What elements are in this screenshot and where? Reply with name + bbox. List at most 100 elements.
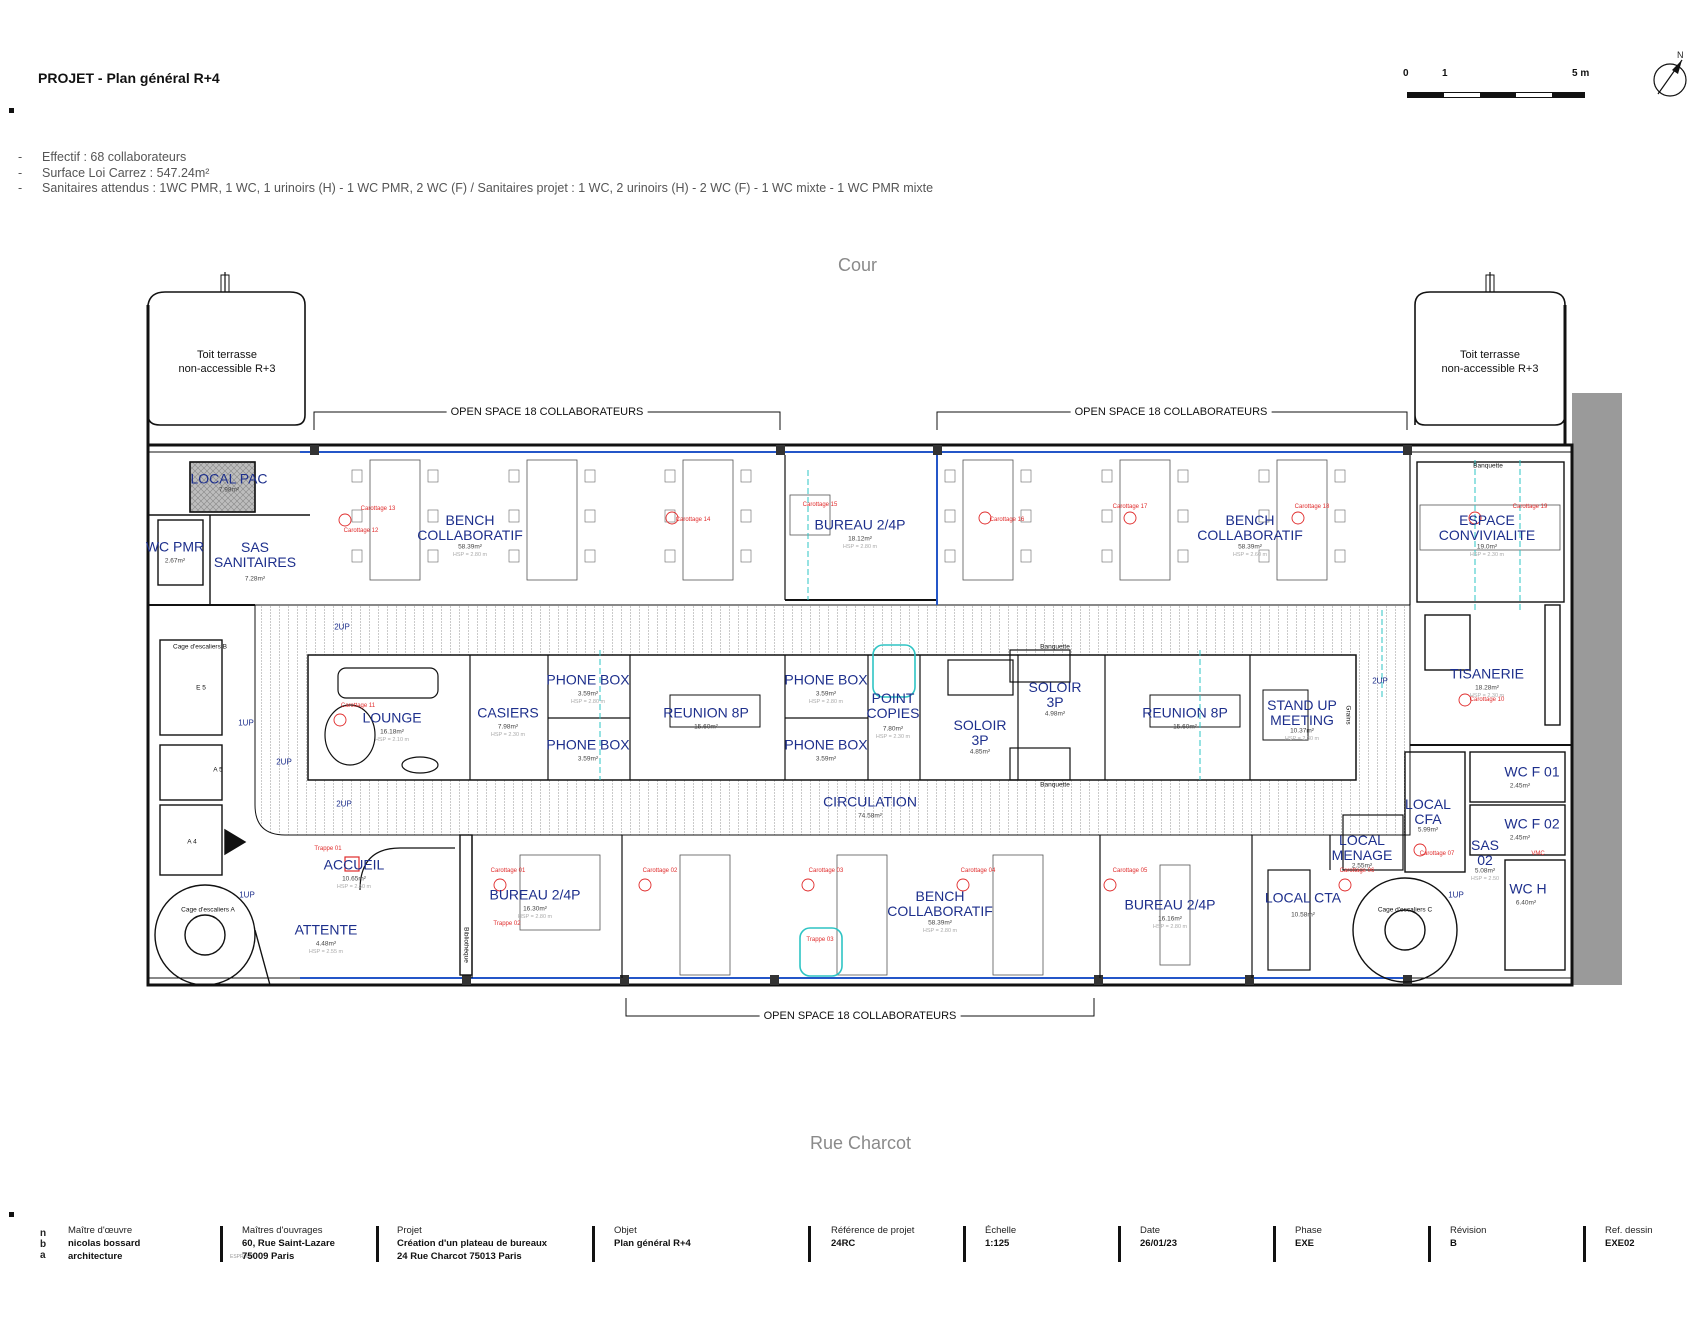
room-area: 15.60m² [1173,723,1197,731]
title-block-echelle: Échelle 1:125 [985,1225,1017,1249]
room-area: 19.0m² [1476,543,1498,551]
north-label: N [1677,50,1684,60]
street-top-label: Cour [838,255,878,275]
vmc-label: VMC [1531,851,1545,857]
room-area: 16.18m² [380,728,404,736]
bottom-rooms [344,814,1404,978]
note-surface: Surface Loi Carrez : 547.24m² [18,166,933,182]
room-hsp: HSP = 2.50 m [336,884,372,890]
terrace-right [1414,272,1567,445]
north-arrow-icon [1653,59,1687,97]
room-phone-box: PHONE BOX [546,671,630,688]
room-hsp: HSP = 2.80 m [517,914,553,920]
scale-one: 1 [1442,68,1448,79]
room-bench-collaboratif: BENCH COLLABORATIF [417,512,523,543]
room-area: 7.80m² [882,725,904,733]
carottage-label: Carottage 14 [675,517,711,523]
room-area: 3.59m² [577,755,599,763]
room-area: 10.37m² [1290,727,1314,735]
bibliotheque-label: Bibliothèque [462,927,470,963]
carottage-label: Carottage 13 [360,506,396,512]
room-hsp: HSP = 2.50 [1470,876,1500,882]
room-phone-box: PHONE BOX [784,736,868,753]
room-area: 15.60m² [694,723,718,731]
trappe-label: Trappe 02 [493,921,521,927]
room-area: 18.28m² [1475,684,1499,692]
open-space-label: OPEN SPACE 18 COLLABORATEURS [446,405,648,419]
room-bureau-2-4p: BUREAU 2/4P [489,886,581,903]
room-area: 2.67m² [164,557,186,565]
room-espace-convivialite: ESPACE CONVIVIALITE [1438,512,1536,543]
banquette-label: Banquette [1473,462,1503,470]
terrace-right-label: Toit terrasse non-accessible R+3 [1441,349,1539,375]
room-lounge: LOUNGE [362,709,422,726]
up-mark: 2UP [334,622,350,632]
room-hsp: HSP = 2.80 m [452,552,488,558]
room-bench-collaboratif: BENCH COLLABORATIF [1197,512,1303,543]
room-area: 4.98m² [1044,710,1066,718]
title-block-date: Date 26/01/23 [1140,1225,1177,1249]
up-mark: 2UP [1372,676,1388,686]
nba-logo: n b a [40,1228,47,1261]
room-local-cfa: LOCAL CFA [1405,796,1451,827]
right-core [1352,461,1572,983]
trappe-label: Trappe 03 [806,937,834,943]
red-markers [333,511,1482,892]
banquette-label: Banquette [1040,781,1070,789]
room-phone-box: PHONE BOX [784,671,868,688]
scale-bar [1407,92,1585,98]
room-area: 7.98m² [218,486,240,494]
title-block-phase: Phase EXE [1295,1225,1322,1249]
banquette-label: Banquette [1040,643,1070,651]
room-area: 5.99m² [1417,826,1439,834]
room-bench-collaboratif: BENCH COLLABORATIF [887,888,993,919]
room-bureau-2-4p: BUREAU 2/4P [814,516,906,533]
room-wc-f-02: WC F 02 [1504,815,1560,832]
carottage-label: Carottage 17 [1112,504,1148,510]
up-mark: 1UP [1448,890,1464,900]
room-casiers: CASIERS [477,704,539,721]
carottage-label: Carottage 16 [989,517,1025,523]
title-block-dessin: Ref. dessin EXE02 [1605,1225,1653,1249]
carottage-label: Carottage 19 [1512,504,1548,510]
room-area: 7.28m² [244,575,266,583]
room-area: 10.65m² [342,875,366,883]
carottage-label: Carottage 01 [490,868,526,874]
note-sanitaires: Sanitaires attendus : 1WC PMR, 1 WC, 1 u… [18,181,933,197]
room-tisanerie: TISANERIE [1450,665,1524,682]
title-block-reference: Référence de projet 24RC [831,1225,915,1249]
carottage-label: Carottage 04 [960,868,996,874]
room-phone-box: PHONE BOX [546,736,630,753]
room-area: 18.12m² [848,535,872,543]
room-area: 4.85m² [969,748,991,756]
project-notes: Effectif : 68 collaborateurs Surface Loi… [18,150,933,197]
room-area: 2.55m² [1351,862,1373,870]
room-hsp: HSP = 2.80 m [842,544,878,550]
room-area: 16.30m² [523,905,547,913]
esprimm-logo: ESPRIMM [230,1254,254,1260]
room-area: 58.39m² [458,543,482,551]
grains-label: Grains [1344,705,1352,725]
room-circulation: CIRCULATION [823,793,917,810]
title-block-objet: Objet Plan général R+4 [614,1225,691,1249]
carottage-label: Carottage 10 [1469,697,1505,703]
trappe-label: Trappe 01 [314,846,342,852]
up-mark: 2UP [276,757,292,767]
trappe-markers [799,644,916,977]
room-stand-up-meeting: STAND UP MEETING [1267,697,1337,728]
corner-mark [9,108,14,113]
room-area: 2.45m² [1509,782,1531,790]
room-area: 7.98m² [497,723,519,731]
room-area: 5.08m² [1474,867,1496,875]
elevator-label: A 5 [213,766,223,774]
room-hsp: HSP = 2.80 m [1152,924,1188,930]
street-bottom-label: Rue Charcot [810,1133,912,1153]
room-area: 3.59m² [815,755,837,763]
room-hsp: HSP = 2.10 m [374,737,410,743]
title-block-revision: Révision B [1450,1225,1487,1249]
room-point-copies: POINT COPIES [866,690,920,721]
carottage-label: Carottage 06 [1339,868,1375,874]
room-soloir-3p: SOLOIR 3P [1028,679,1082,710]
room-local-menage: LOCAL MENAGE [1331,832,1393,863]
